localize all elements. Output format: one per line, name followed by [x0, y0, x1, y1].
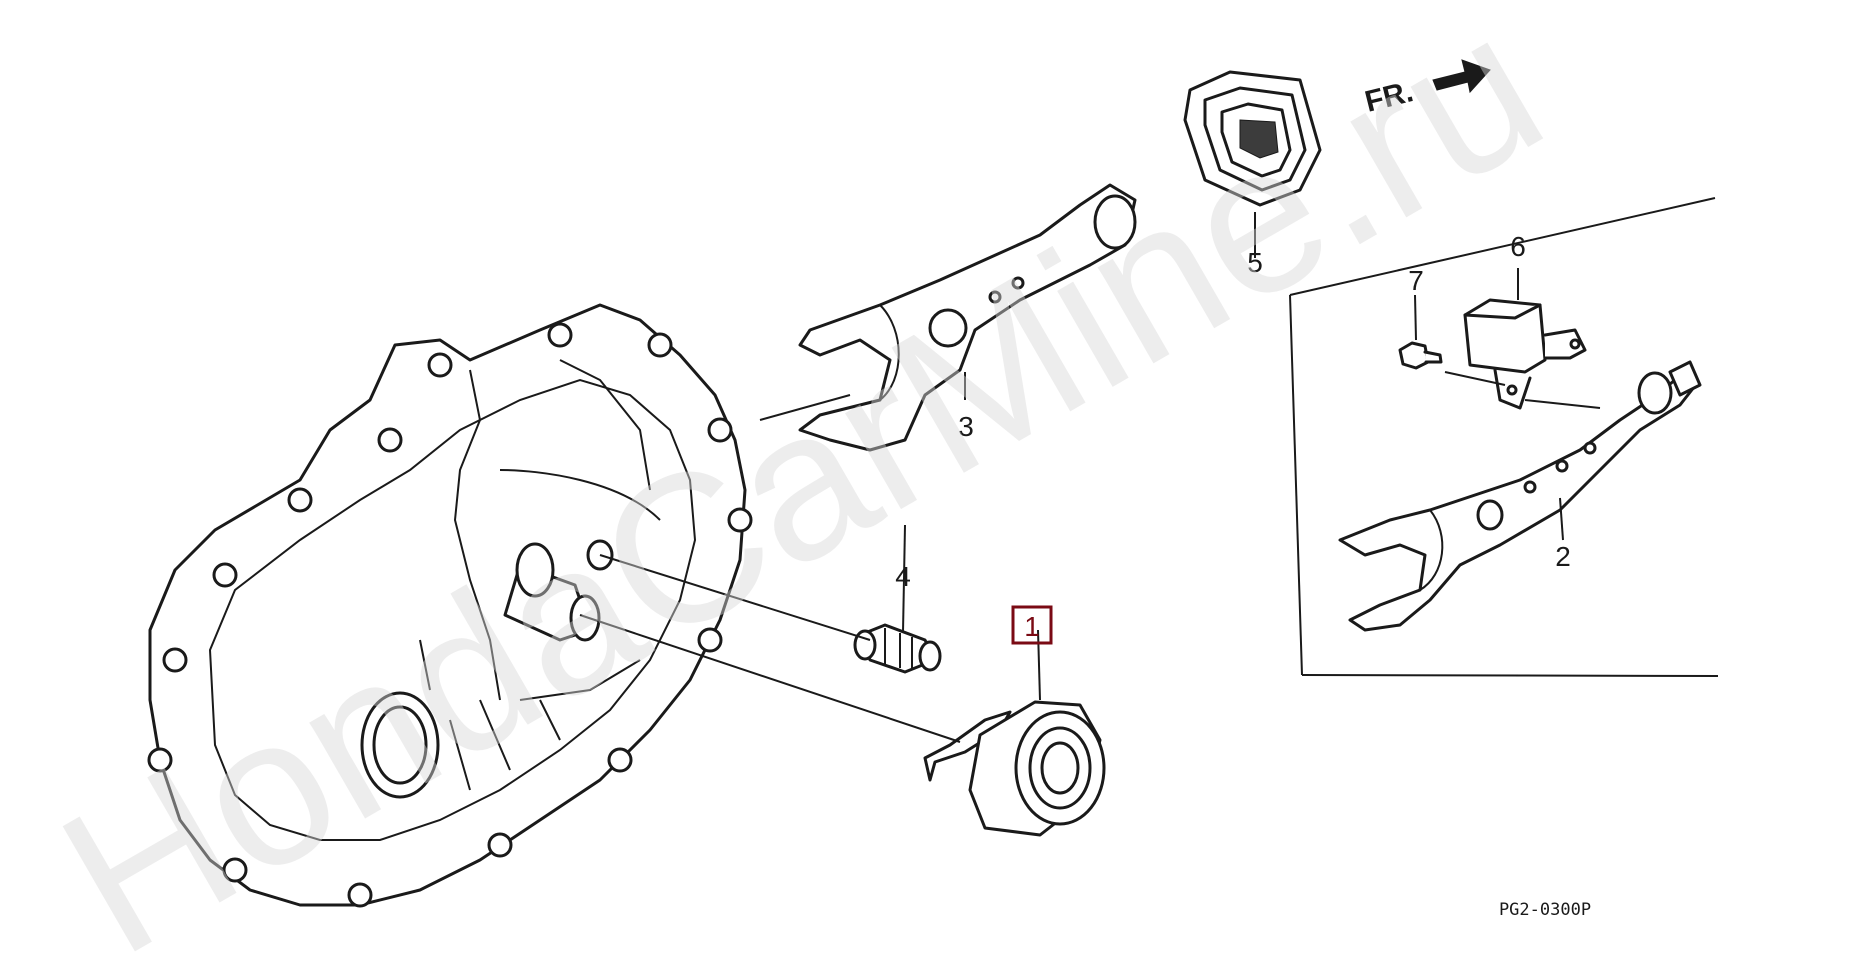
- callout-7-label[interactable]: 7: [1408, 265, 1424, 296]
- callout-1-label: 1: [1024, 611, 1040, 642]
- pivot-bolt-4: [853, 623, 942, 674]
- transmission-housing: [147, 303, 753, 908]
- release-bearing-1: [923, 700, 1106, 837]
- bolt-7: [1398, 341, 1443, 370]
- dust-boot-5: [1183, 70, 1322, 207]
- callout-2-label[interactable]: 2: [1555, 541, 1571, 572]
- diagram-code: PG2-0300P: [1499, 900, 1591, 920]
- leader-lines: [579, 212, 1601, 743]
- callout-1[interactable]: 1: [1011, 605, 1053, 645]
- watermark: HondaCarMine.ru: [25, 0, 1578, 960]
- release-fork-2: [1338, 360, 1702, 632]
- release-fork-3: [798, 183, 1137, 452]
- callout-1-box: [1011, 605, 1053, 645]
- switch-6: [1463, 298, 1587, 410]
- callout-4-label[interactable]: 4: [895, 561, 911, 592]
- detail-box: [1289, 197, 1719, 677]
- callout-5-label[interactable]: 5: [1247, 247, 1263, 278]
- callout-6-label[interactable]: 6: [1510, 231, 1526, 262]
- right-arrow-icon: [1432, 59, 1491, 94]
- callout-3-label[interactable]: 3: [958, 411, 974, 442]
